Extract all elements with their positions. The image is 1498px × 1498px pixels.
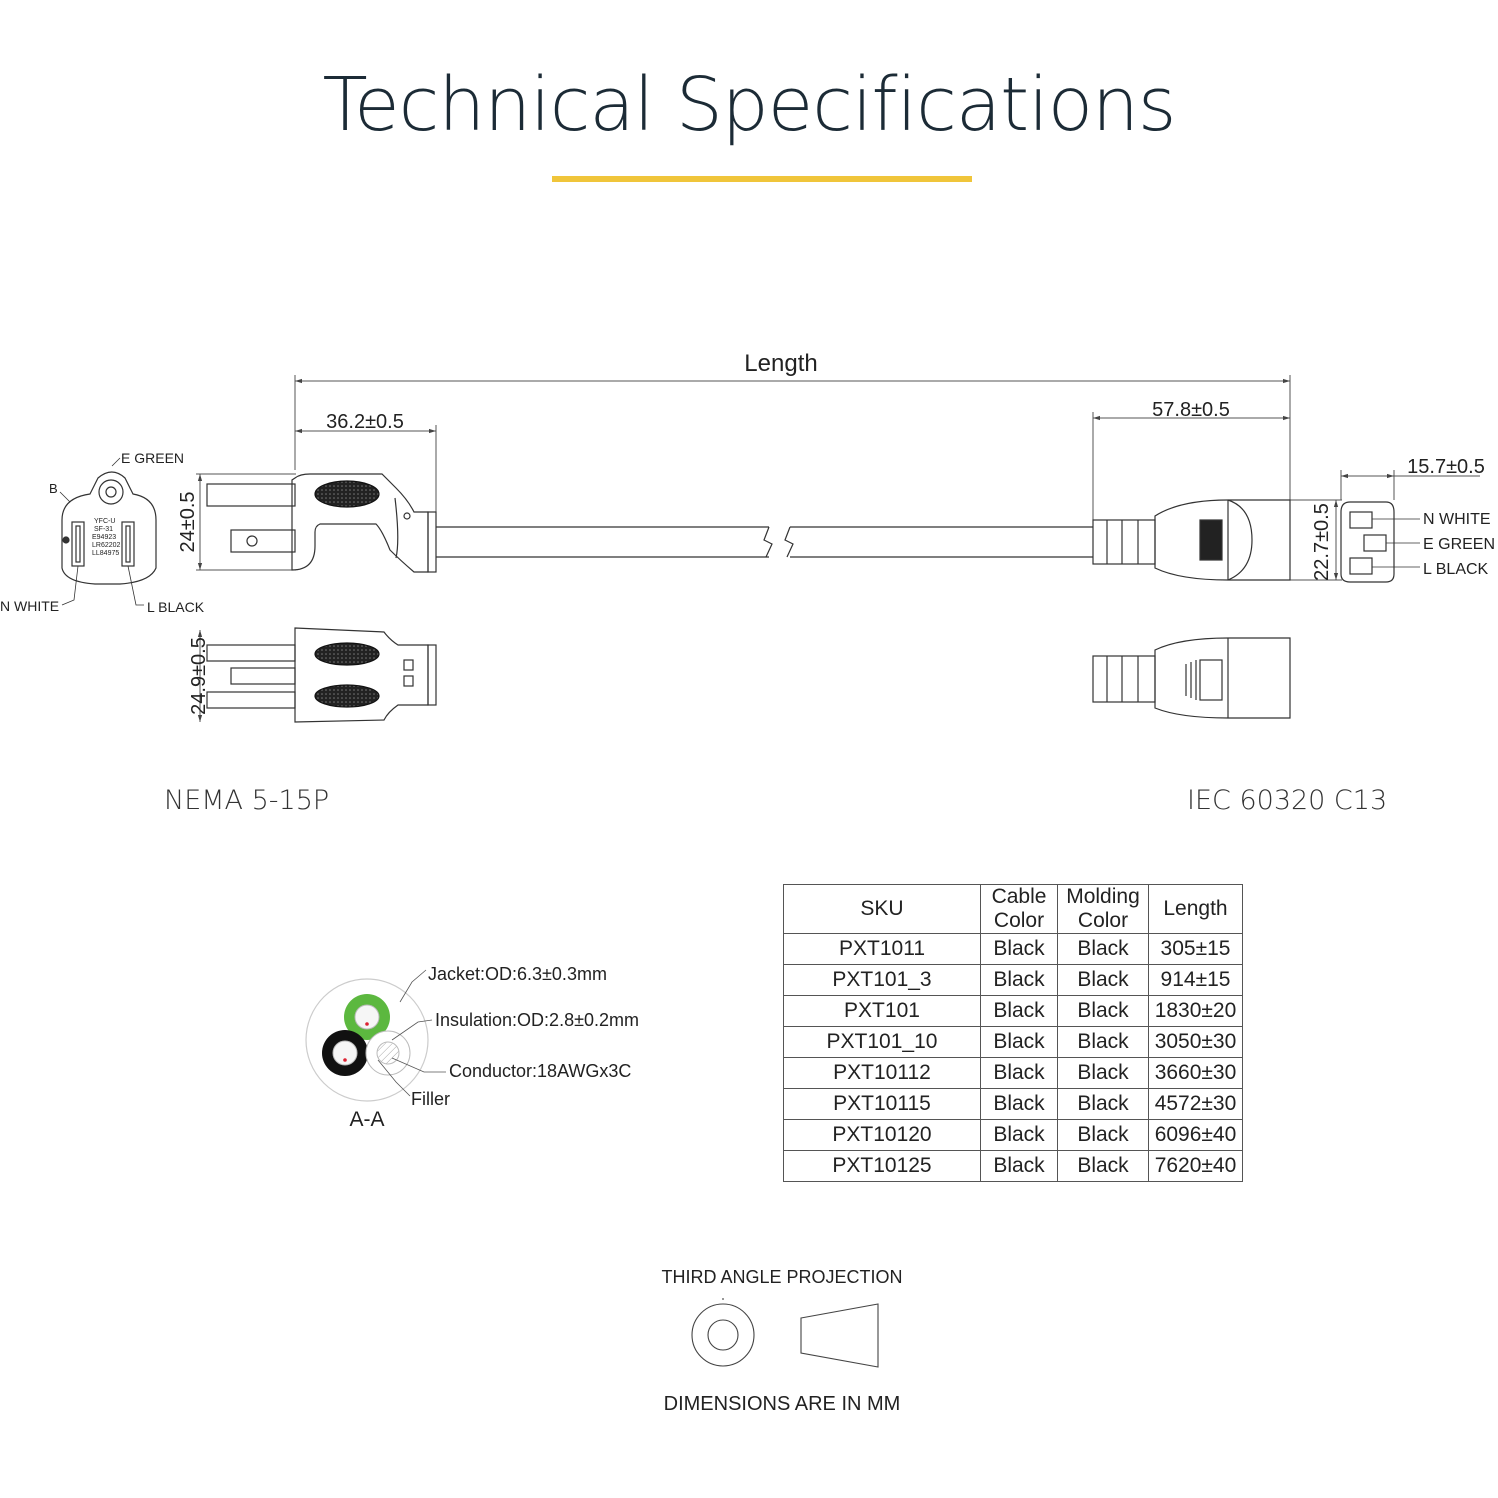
molding-color-cell: Black	[1057, 1119, 1149, 1151]
sku-cell: PXT10115	[783, 1088, 981, 1120]
third-angle-projection-symbol	[691, 1298, 879, 1368]
sku-cell: PXT10125	[783, 1150, 981, 1182]
c13-length-dim: 57.8±0.5	[1152, 399, 1230, 421]
plug-n-label: N WHITE	[0, 598, 59, 614]
cable-color-cell: Black	[980, 995, 1058, 1027]
projection-title: THIRD ANGLE PROJECTION	[661, 1267, 903, 1287]
cable-color-cell: Black	[980, 1026, 1058, 1058]
molding-color-cell: Black	[1057, 933, 1149, 965]
header-cable-color-text: Cable Color	[991, 885, 1047, 932]
header-sku: SKU	[783, 884, 981, 934]
cable-color-cell: Black	[980, 1150, 1058, 1182]
molding-color-cell: Black	[1057, 1026, 1149, 1058]
sku-cell: PXT101_10	[783, 1026, 981, 1058]
cable-color-cell: Black	[980, 964, 1058, 996]
molding-color-cell: Black	[1057, 1150, 1149, 1182]
header-molding-color: Molding Color	[1057, 884, 1149, 934]
plug-marking: YFC-U SF-31 E94923 LR62202 LL84975	[92, 518, 121, 557]
length-cell: 1830±20	[1148, 995, 1243, 1027]
header-length: Length	[1148, 884, 1243, 934]
nema-plug-bottom	[206, 627, 437, 723]
left-connector-label: NEMA 5-15P	[164, 785, 330, 816]
length-dim-label: Length	[744, 350, 817, 377]
svg-text:LR62202: LR62202	[92, 542, 121, 549]
insulation-label: Insulation:OD:2.8±0.2mm	[435, 1010, 639, 1030]
plug-height-dim: 24±0.5	[177, 491, 199, 552]
plug-width-dim: 24.9±0.5	[188, 637, 210, 715]
c13-face	[1340, 501, 1420, 583]
plug-e-label: E GREEN	[121, 450, 184, 466]
sku-cell: PXT101_3	[783, 964, 981, 996]
svg-text:YFC-U: YFC-U	[94, 518, 115, 525]
length-cell: 4572±30	[1148, 1088, 1243, 1120]
c13-connector-bottom	[1092, 637, 1291, 719]
header-cable-color: Cable Color	[980, 884, 1058, 934]
cable-cross-section	[305, 969, 446, 1102]
molding-color-cell: Black	[1057, 995, 1149, 1027]
length-cell: 3050±30	[1148, 1026, 1243, 1058]
ground-pin-icon	[98, 479, 124, 505]
molding-color-cell: Black	[1057, 964, 1149, 996]
c13-height-dim: 22.7±0.5	[1311, 503, 1333, 581]
neutral-slot	[71, 521, 85, 567]
cable-color-cell: Black	[980, 933, 1058, 965]
c13-depth-dim: 15.7±0.5	[1407, 456, 1485, 478]
length-cell: 6096±40	[1148, 1119, 1243, 1151]
cable-color-cell: Black	[980, 1088, 1058, 1120]
page-title: Technical Specifications	[322, 62, 1177, 148]
table-header-row: SKU Cable Color Molding Color Length	[783, 884, 1243, 934]
c13-n-label: N WHITE	[1423, 511, 1491, 528]
title-underline	[552, 176, 972, 182]
length-cell: 7620±40	[1148, 1150, 1243, 1182]
plug-length-dim: 36.2±0.5	[326, 411, 404, 433]
sku-cell: PXT101	[783, 995, 981, 1027]
jacket-label: Jacket:OD:6.3±0.3mm	[428, 964, 607, 984]
c13-e-label: E GREEN	[1423, 536, 1495, 553]
cable-color-cell: Black	[980, 1119, 1058, 1151]
units-note: DIMENSIONS ARE IN MM	[663, 1393, 901, 1415]
svg-text:LL84975: LL84975	[92, 550, 119, 557]
cable-color-cell: Black	[980, 1057, 1058, 1089]
sku-table: SKU Cable Color Molding Color Length PXT…	[783, 884, 1243, 1182]
conductor-label: Conductor:18AWGx3C	[449, 1061, 631, 1081]
nema-plug-side	[206, 473, 437, 573]
cable	[436, 526, 1093, 558]
plug-l-label: L BLACK	[147, 599, 205, 615]
sku-cell: PXT10112	[783, 1057, 981, 1089]
sku-cell: PXT1011	[783, 933, 981, 965]
nema-plug-face	[59, 457, 157, 606]
filler-label: Filler	[411, 1089, 450, 1109]
length-cell: 914±15	[1148, 964, 1243, 996]
length-cell: 305±15	[1148, 933, 1243, 965]
plug-b-label: B	[49, 481, 58, 496]
header-molding-color-text: Molding Color	[1066, 885, 1140, 932]
dimension-lines	[196, 375, 1480, 722]
c13-connector-side	[1092, 499, 1291, 581]
c13-l-label: L BLACK	[1423, 561, 1489, 578]
line-slot	[121, 521, 135, 567]
molding-color-cell: Black	[1057, 1088, 1149, 1120]
svg-text:E94923: E94923	[92, 534, 116, 541]
svg-text:SF-31: SF-31	[94, 526, 113, 533]
length-cell: 3660±30	[1148, 1057, 1243, 1089]
sku-cell: PXT10120	[783, 1119, 981, 1151]
molding-color-cell: Black	[1057, 1057, 1149, 1089]
section-label: A-A	[349, 1108, 384, 1131]
right-connector-label: IEC 60320 C13	[1187, 785, 1388, 816]
